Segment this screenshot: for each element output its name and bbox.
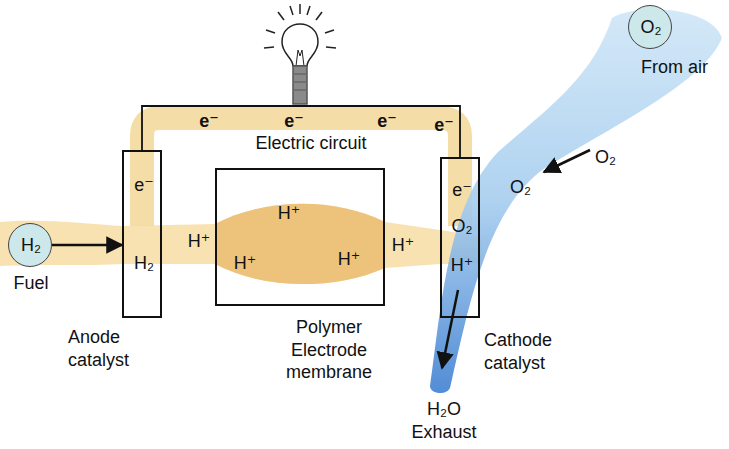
- flow-label: H⁺: [388, 234, 418, 257]
- gas-circle: H₂Fuel: [8, 223, 52, 267]
- flow-arrow: [52, 244, 122, 247]
- proton-band: [0, 204, 482, 284]
- flow-label: Electric circuit: [236, 132, 386, 155]
- node-text: O₂: [629, 16, 673, 39]
- node-text: H⁺: [442, 254, 482, 277]
- gas-circle: O₂From air: [628, 5, 672, 49]
- electron-label: e⁻: [374, 110, 400, 133]
- oxygen-arrow: [544, 150, 590, 172]
- node-text: e⁻: [442, 179, 482, 202]
- catalyst-box: H⁺H⁺H⁺Polymer Electrode membrane: [215, 168, 385, 306]
- node-text: H₂: [124, 252, 164, 275]
- electron-band: [142, 118, 460, 226]
- catalyst-box: e⁻O₂H⁺Cathode catalyst: [440, 157, 480, 318]
- catalyst-box: e⁻H₂Anode catalyst: [122, 150, 162, 318]
- node-caption: From air: [641, 56, 725, 79]
- electron-label: e⁻: [281, 110, 307, 133]
- flow-label: O₂: [595, 146, 629, 169]
- electron-label: e⁻: [196, 110, 222, 133]
- node-text: H⁺: [225, 252, 265, 275]
- node-text: H⁺: [269, 202, 309, 225]
- node-text: O₂: [442, 215, 482, 238]
- node-caption: Cathode catalyst: [484, 329, 580, 374]
- node-caption: Polymer Electrode membrane: [267, 316, 391, 384]
- electron-label: e⁻: [432, 114, 456, 137]
- node-caption: Anode catalyst: [68, 326, 160, 371]
- node-text: e⁻: [124, 174, 164, 197]
- water-arrow: [442, 290, 458, 368]
- node-text: H₂: [9, 234, 53, 257]
- node-text: H⁺: [329, 248, 369, 271]
- light-bulb: [264, 4, 336, 104]
- circuit-wire: [142, 106, 460, 157]
- flow-label: O₂: [510, 176, 544, 199]
- node-caption: Fuel: [1, 272, 61, 295]
- flow-label: H₂O Exhaust: [408, 398, 480, 443]
- flow-label: H⁺: [184, 230, 214, 253]
